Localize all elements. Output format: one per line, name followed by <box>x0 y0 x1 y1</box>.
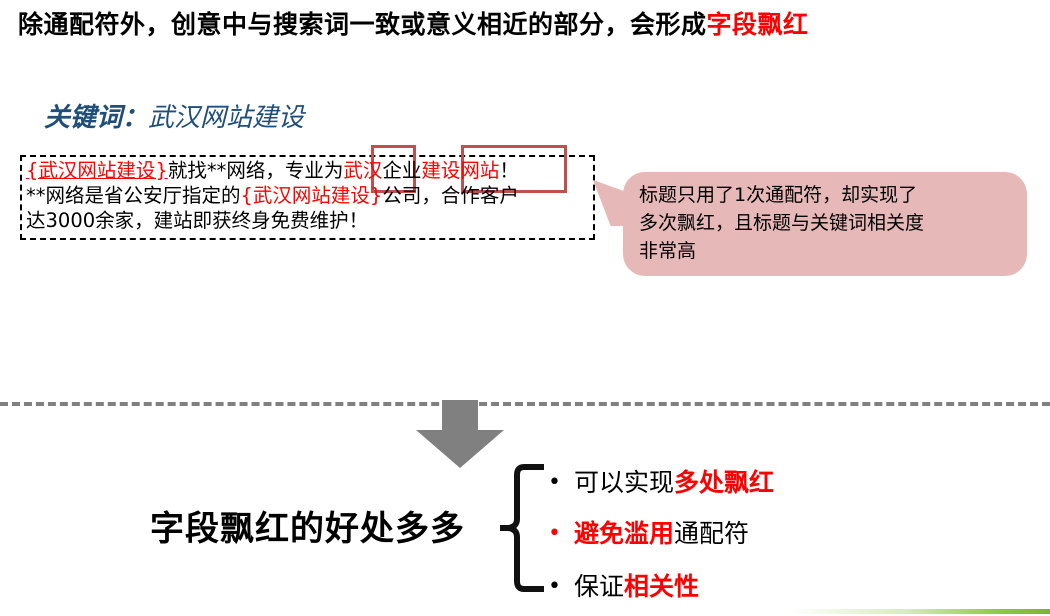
keyword-label: 关键词： <box>44 103 149 133</box>
creative-ad-line-2: **网络是省公安厅指定的{武汉网站建设}公司，合作客户 <box>26 183 596 208</box>
down-arrow-icon <box>416 400 504 468</box>
creative-ad-line1-highlight-a: 武汉 <box>343 159 383 182</box>
benefit-3-prefix: 保证 <box>574 572 625 601</box>
keyword-value: 武汉网站建设 <box>148 103 305 133</box>
benefit-3-highlight: 相关性 <box>624 572 700 601</box>
benefit-bullet-2-text: 避免滥用通配符 <box>574 519 749 548</box>
creative-ad-line1-wildcard: {武汉网站建设} <box>26 159 168 182</box>
creative-ad-line1-text-a: 就找**网络，专业为 <box>167 159 344 182</box>
highlight-rect-wuhan <box>371 145 416 193</box>
section-divider <box>0 402 1050 406</box>
bullet-dot-icon-2: • <box>548 521 561 546</box>
creative-ad-line1-highlight-b: 建设网站 <box>421 159 500 182</box>
callout-line-2: 多次飘红，且标题与关键词相关度 <box>639 212 925 234</box>
bullet-dot-icon-1: • <box>548 470 561 495</box>
creative-ad-line-1: {武汉网站建设}就找**网络，专业为武汉企业建设网站！ <box>26 158 596 183</box>
benefit-1-highlight: 多处飘红 <box>674 468 775 497</box>
green-accent-bar <box>790 609 1050 614</box>
creative-ad-line1-text-c: ！ <box>499 159 519 182</box>
callout-text: 标题只用了1次通配符，却实现了 多次飘红，且标题与关键词相关度 非常高 <box>639 181 1019 265</box>
keyword-heading: 关键词：武汉网站建设 <box>44 101 304 135</box>
benefit-bullet-3: • 保证相关性 <box>548 572 699 602</box>
benefit-bullet-3-text: 保证相关性 <box>574 572 699 601</box>
creative-ad-line2-wildcard: {武汉网站建设} <box>240 184 383 207</box>
benefits-title: 字段飘红的好处多多 <box>150 509 465 549</box>
callout-line-3: 非常高 <box>639 240 697 262</box>
page-title: 除通配符外，创意中与搜索词一致或意义相近的部分，会形成字段飘红 <box>18 6 1028 44</box>
creative-ad-line2-text-b: 公司，合作客户 <box>382 184 519 207</box>
creative-ad-text: {武汉网站建设}就找**网络，专业为武汉企业建设网站！ **网络是省公安厅指定的… <box>26 158 596 233</box>
page-title-plain-text: 除通配符外，创意中与搜索词一致或意义相近的部分，会形成 <box>18 10 707 39</box>
bullet-dot-icon-3: • <box>548 574 561 599</box>
page-title-accent-text: 字段飘红 <box>706 10 809 39</box>
benefit-1-prefix: 可以实现 <box>574 468 675 497</box>
callout-line-1: 标题只用了1次通配符，却实现了 <box>639 184 918 206</box>
curly-brace-icon <box>500 464 544 592</box>
creative-ad-line-3: 达3000余家，建站即获终身免费维护！ <box>26 208 596 233</box>
benefit-2-suffix: 通配符 <box>674 519 750 548</box>
benefit-bullet-1: • 可以实现多处飘红 <box>548 468 774 498</box>
creative-ad-line3-text: 达3000余家，建站即获终身免费维护！ <box>26 209 369 232</box>
benefit-2-highlight: 避免滥用 <box>574 519 675 548</box>
callout-bubble: 标题只用了1次通配符，却实现了 多次飘红，且标题与关键词相关度 非常高 <box>623 172 1027 276</box>
creative-ad-line1-text-b: 企业 <box>382 159 422 182</box>
creative-ad-box <box>20 155 595 240</box>
benefit-bullet-2: • 避免滥用通配符 <box>548 519 749 549</box>
highlight-rect-jianshewangzhan <box>461 145 567 193</box>
benefit-bullet-1-text: 可以实现多处飘红 <box>574 468 774 497</box>
creative-ad-line2-text-a: **网络是省公安厅指定的 <box>26 184 241 207</box>
